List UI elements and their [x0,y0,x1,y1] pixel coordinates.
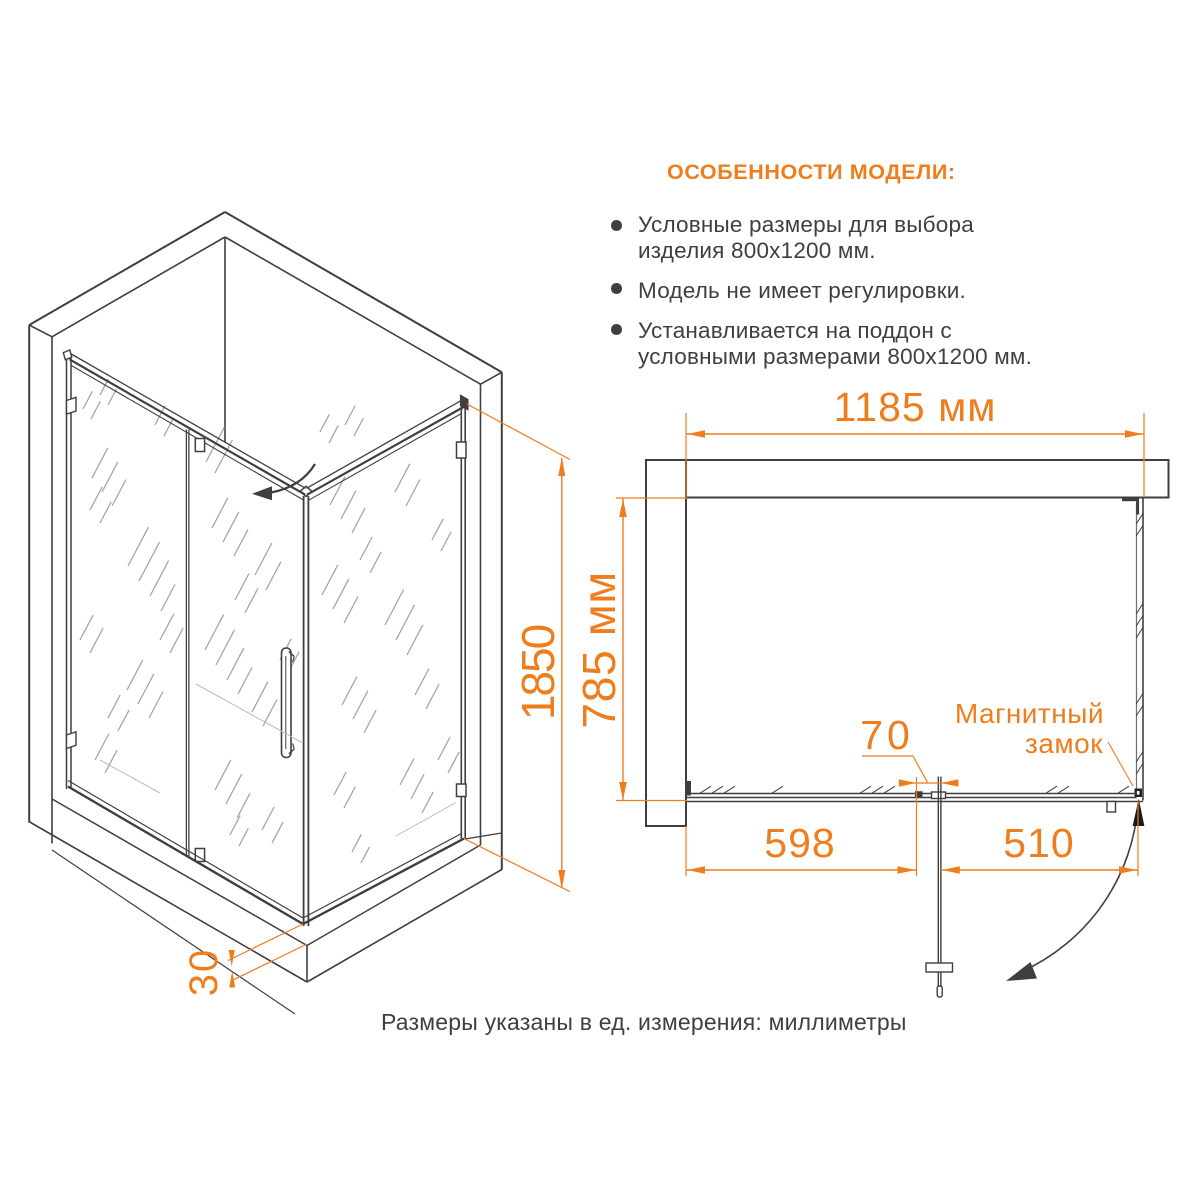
svg-text:30: 30 [182,948,226,997]
svg-text:70: 70 [860,712,914,758]
svg-text:510: 510 [1003,820,1074,866]
svg-text:Магнитный: Магнитный [955,698,1104,729]
svg-text:1185 мм: 1185 мм [834,384,997,430]
svg-text:785 мм: 785 мм [573,571,625,728]
svg-text:598: 598 [764,820,835,866]
svg-text:замок: замок [1025,728,1103,759]
svg-text:1850: 1850 [512,625,564,720]
